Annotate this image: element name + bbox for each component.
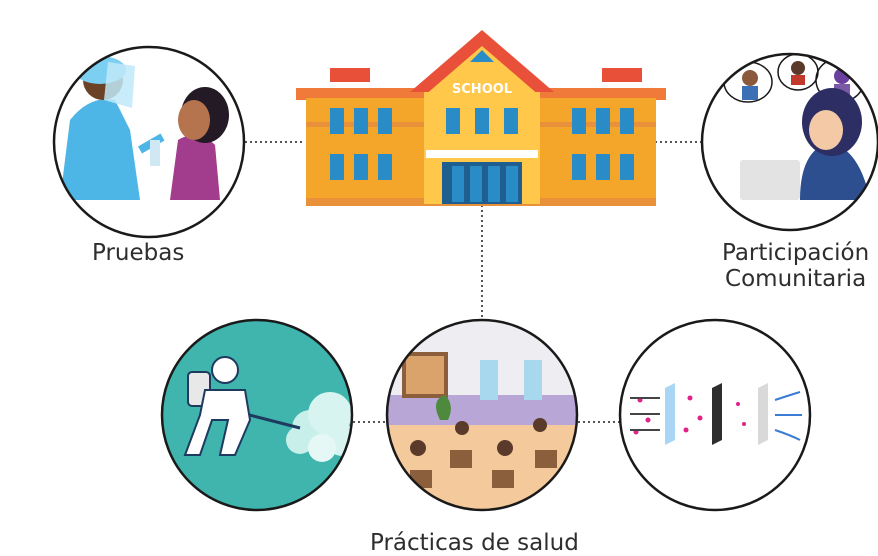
classroom-illustration <box>385 318 579 512</box>
disinfection-illustration <box>160 318 354 512</box>
testing-illustration <box>52 45 246 239</box>
label-community-line2: Comunitaria <box>725 266 867 292</box>
label-testing: Pruebas <box>92 240 185 266</box>
label-community-line1: Participación <box>722 240 870 266</box>
connector-lines <box>245 141 702 423</box>
label-health-practices: Prácticas de salud <box>370 530 579 556</box>
community-illustration <box>700 52 878 232</box>
ventilation-illustration <box>618 318 812 512</box>
school-sign: SCHOOL <box>452 82 512 97</box>
school-building: SCHOOL <box>296 30 666 206</box>
label-community-participation: Participación Comunitaria <box>722 240 869 292</box>
